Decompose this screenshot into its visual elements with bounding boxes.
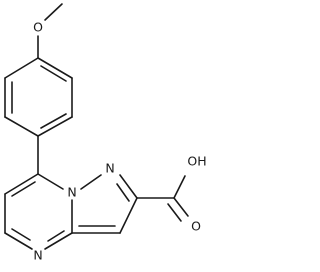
bond-n1-c2-double bbox=[116, 183, 130, 202]
bond-carboxyl-o-double bbox=[167, 203, 182, 222]
bond-aryl-double-2 bbox=[40, 113, 67, 129]
bond-methyl-o bbox=[44, 3, 63, 21]
bond-carboxyl-o bbox=[173, 197, 189, 217]
bond-aryl-3 bbox=[4, 116, 39, 137]
atom-ring-n-bottom: N bbox=[33, 248, 42, 263]
bond-n4-c3a bbox=[44, 232, 73, 250]
atom-methoxy-o: O bbox=[33, 20, 43, 35]
bond-n7a-c7 bbox=[37, 173, 64, 190]
bond-n1-c2 bbox=[119, 174, 138, 199]
bond-aryl-double-3 bbox=[40, 65, 67, 82]
bond-aryl-1 bbox=[4, 57, 39, 79]
bond-pyr-double-2 bbox=[11, 228, 31, 241]
atom-acid-oh: OH bbox=[187, 154, 206, 169]
bond-aryl-4 bbox=[37, 116, 73, 137]
atom-ring-n-bridge: N bbox=[67, 185, 76, 200]
bond-n7a-n1 bbox=[80, 174, 102, 190]
bond-c7-c6 bbox=[4, 173, 39, 195]
chemical-structure-diagram: O N N N OH O bbox=[4, 3, 207, 263]
atom-acid-o: O bbox=[191, 219, 201, 234]
bond-c5-n4 bbox=[4, 232, 33, 250]
bond-c2-c3 bbox=[119, 197, 138, 234]
bond-pyr-double-1 bbox=[11, 181, 36, 197]
atom-ring-n-right: N bbox=[105, 161, 114, 176]
bond-pyr-double-3 bbox=[47, 230, 65, 242]
bond-carboxyl-oh bbox=[173, 175, 186, 199]
bond-aryl-6 bbox=[37, 57, 73, 79]
